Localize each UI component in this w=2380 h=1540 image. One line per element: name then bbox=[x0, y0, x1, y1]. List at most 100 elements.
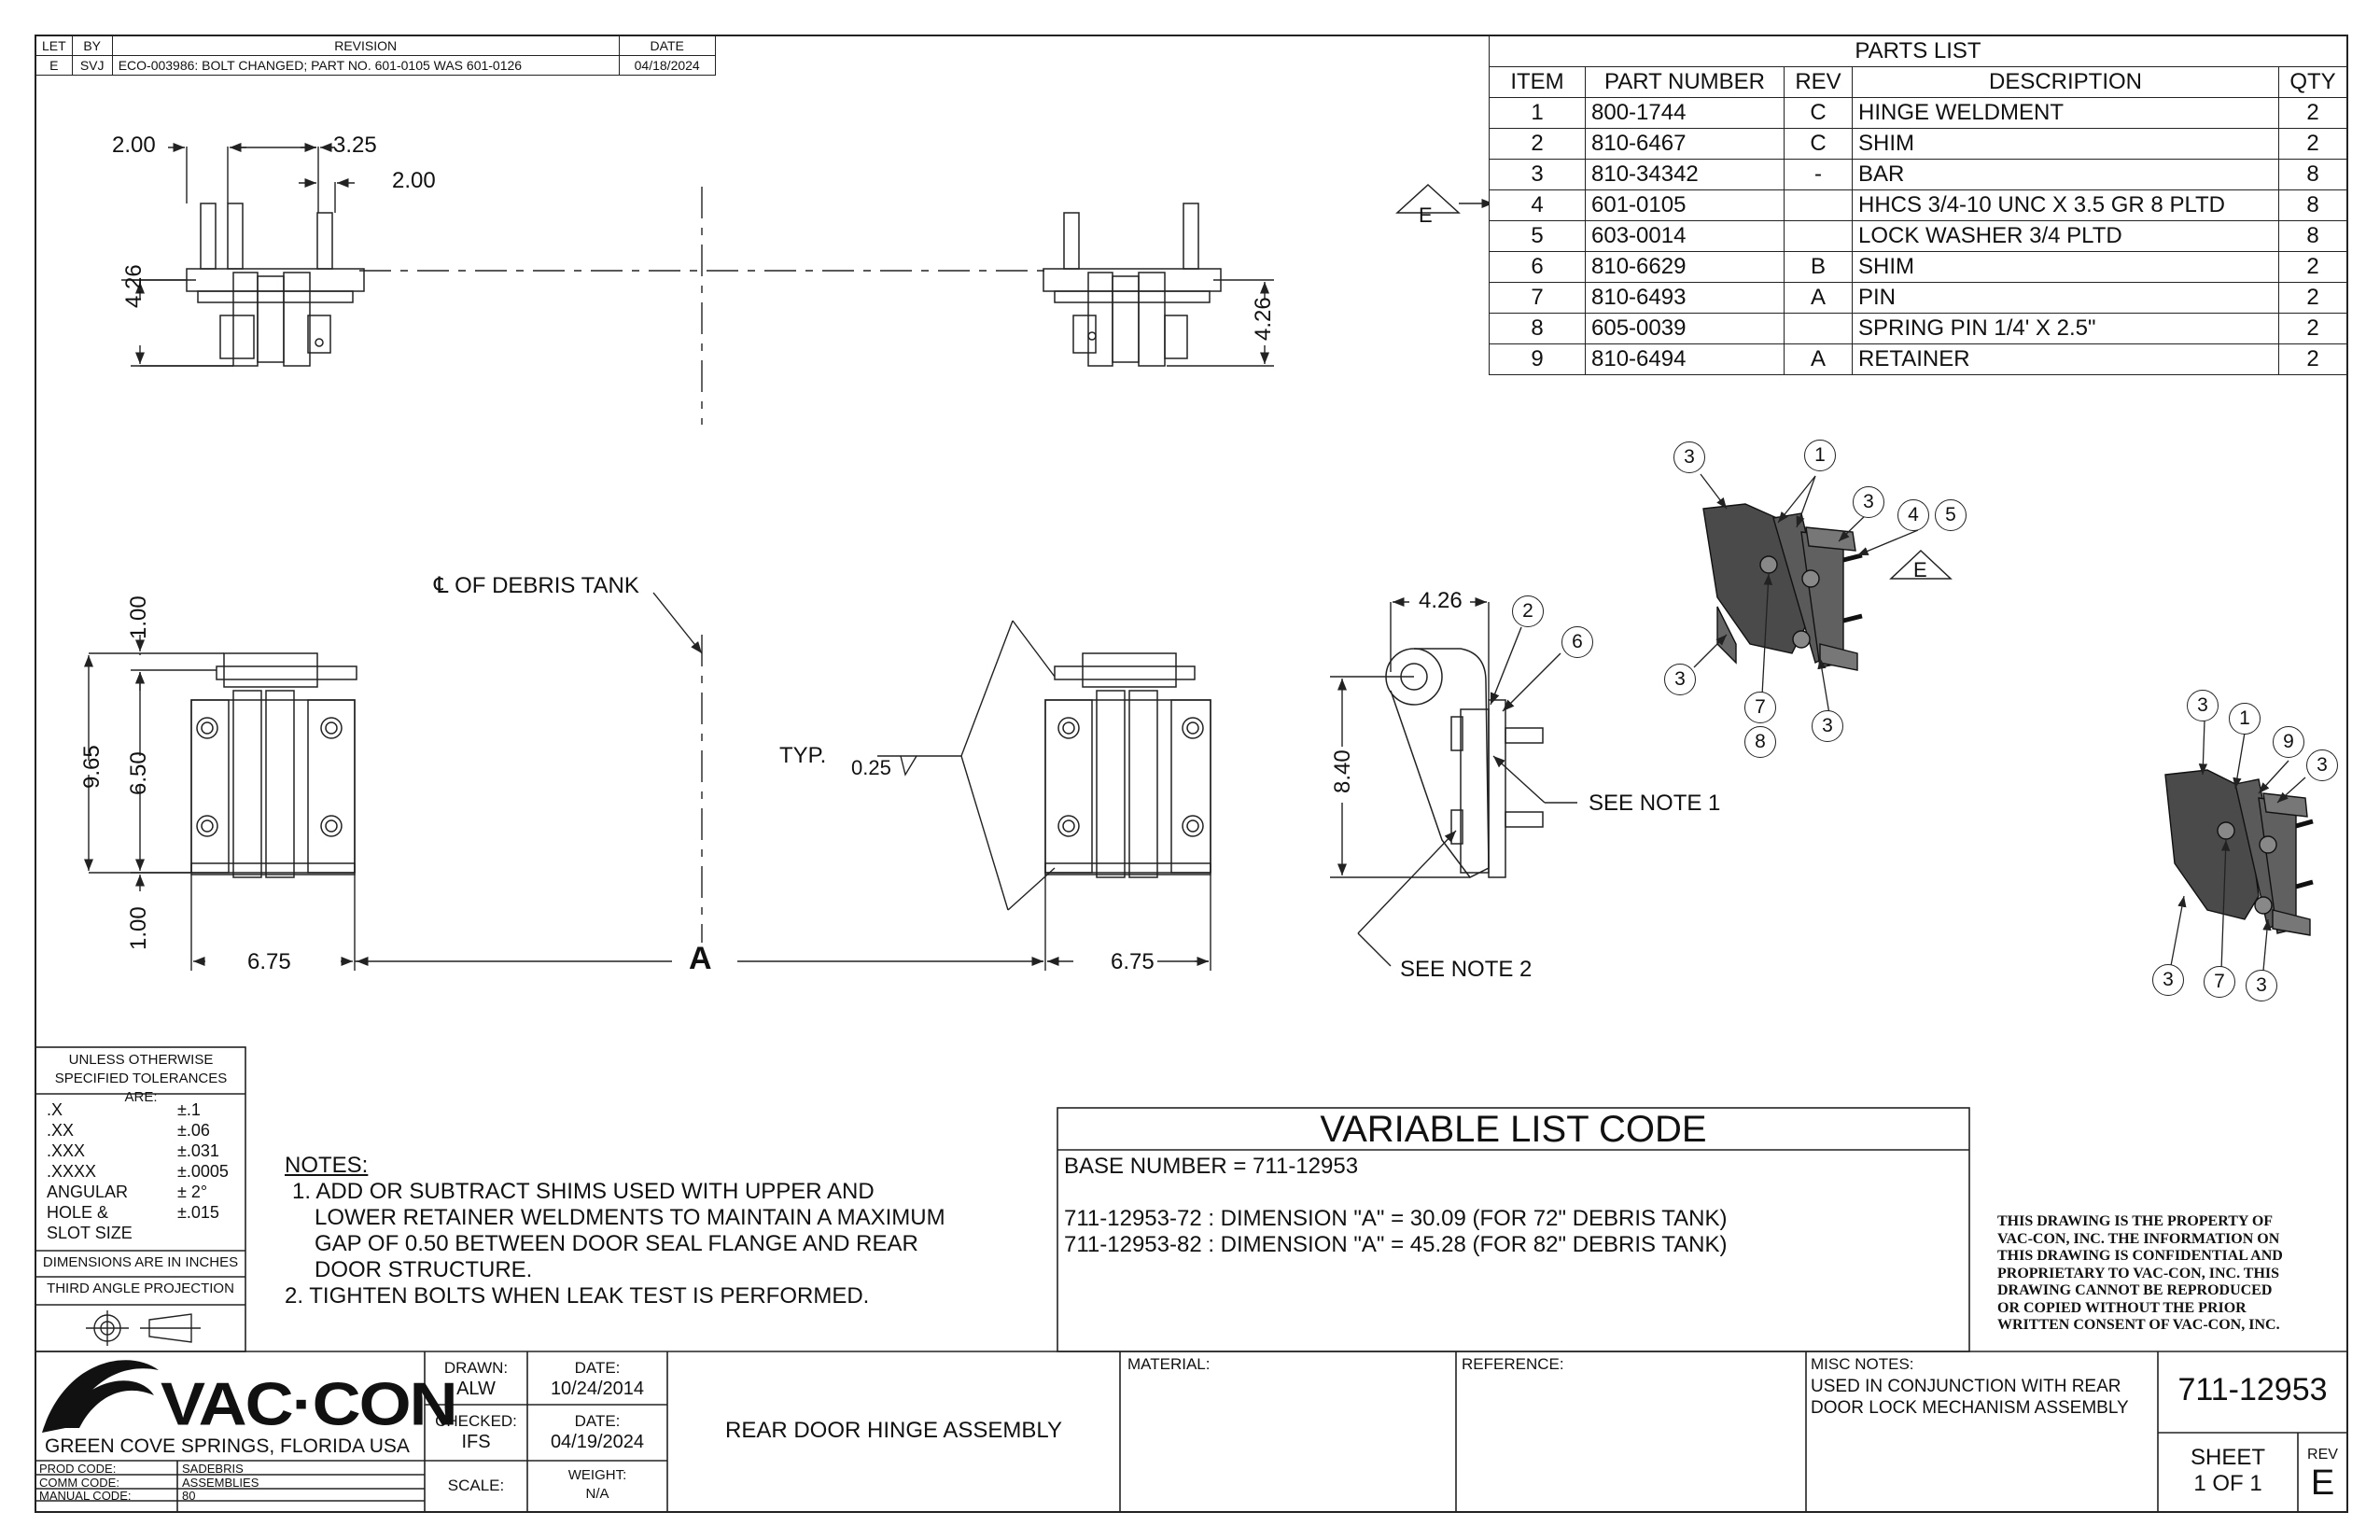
parts-cell-part-number: 601-0105 bbox=[1585, 189, 1785, 221]
sheet-label: SHEET bbox=[2190, 1445, 2265, 1470]
proprietary-line: DRAWING CANNOT BE REPRODUCED bbox=[1997, 1282, 2273, 1298]
parts-cell-part-number: 800-1744 bbox=[1585, 97, 1785, 129]
variable-list-line-82: 711-12953-82 : DIMENSION "A" = 45.28 (FO… bbox=[1064, 1232, 1728, 1257]
tolerance-value: ±.0005 bbox=[177, 1162, 229, 1181]
dim-4-26-right: 4.26 bbox=[1251, 297, 1276, 341]
parts-cell-item: 8 bbox=[1489, 313, 1586, 344]
comm-code-label: COMM CODE: bbox=[39, 1476, 119, 1490]
item-balloon: 7 bbox=[2204, 966, 2235, 998]
item-balloon: 6 bbox=[1561, 626, 1593, 658]
dim-6-75-left: 6.75 bbox=[247, 949, 291, 974]
drawn-by: ALW bbox=[456, 1379, 496, 1399]
item-balloon: 3 bbox=[2246, 970, 2277, 1001]
checked-date-label: DATE: bbox=[574, 1412, 621, 1430]
tolerance-row: .XXXX±.0005 bbox=[47, 1161, 229, 1182]
rev-flag-label: E bbox=[1419, 203, 1433, 227]
top-view-left bbox=[121, 203, 365, 367]
parts-cell-description: LOCK WASHER 3/4 PLTD bbox=[1852, 220, 2279, 252]
parts-cell-qty: 2 bbox=[2278, 128, 2347, 160]
parts-cell-qty: 2 bbox=[2278, 313, 2347, 344]
drawn-date: 10/24/2014 bbox=[550, 1379, 645, 1399]
parts-cell-part-number: 810-6467 bbox=[1585, 128, 1785, 160]
parts-cell-rev: A bbox=[1784, 343, 1853, 375]
tolerance-precision: ANGULAR bbox=[47, 1183, 129, 1201]
company-location: GREEN COVE SPRINGS, FLORIDA USA bbox=[45, 1435, 410, 1457]
proprietary-line: OR COPIED WITHOUT THE PRIOR bbox=[1997, 1299, 2247, 1316]
item-balloon: 3 bbox=[1673, 441, 1705, 473]
dim-4-26-left: 4.26 bbox=[121, 264, 147, 308]
rev-header-by: BY bbox=[71, 35, 113, 56]
parts-cell-rev: B bbox=[1784, 251, 1853, 283]
dim-8-40: 8.40 bbox=[1330, 749, 1355, 793]
rev-flag-iso-label: E bbox=[1913, 558, 1927, 581]
tolerance-precision: .XX bbox=[47, 1121, 75, 1140]
parts-cell-item: 7 bbox=[1489, 282, 1586, 314]
variable-list-line-72: 711-12953-72 : DIMENSION "A" = 30.09 (FO… bbox=[1064, 1206, 1728, 1231]
parts-cell-part-number: 605-0039 bbox=[1585, 313, 1785, 344]
checked-by: IFS bbox=[461, 1432, 491, 1452]
item-balloon: 5 bbox=[1935, 499, 1967, 531]
parts-cell-rev: C bbox=[1784, 128, 1853, 160]
parts-cell-qty: 8 bbox=[2278, 220, 2347, 252]
rev-header-let: LET bbox=[35, 35, 73, 56]
notes-title: NOTES: bbox=[285, 1153, 369, 1178]
projection-note: THIRD ANGLE PROJECTION bbox=[47, 1281, 234, 1296]
side-view bbox=[1385, 648, 1544, 878]
parts-list: PARTS LIST ITEM PART NUMBER REV DESCRIPT… bbox=[1489, 35, 2347, 375]
parts-cell-description: SHIM bbox=[1852, 251, 2279, 283]
centerline-label: ℄ OF DEBRIS TANK bbox=[434, 573, 639, 598]
item-balloon: 2 bbox=[1512, 595, 1544, 627]
iso-view-b bbox=[2164, 769, 2314, 936]
parts-cell-part-number: 810-6629 bbox=[1585, 251, 1785, 283]
tolerance-row: .XXX±.031 bbox=[47, 1141, 229, 1161]
tolerance-row: HOLE &±.015 bbox=[47, 1202, 229, 1223]
note-1-line-3: GAP OF 0.50 BETWEEN DOOR SEAL FLANGE AND… bbox=[315, 1231, 918, 1256]
parts-cell-rev bbox=[1784, 189, 1853, 221]
prod-code: SADEBRIS bbox=[182, 1462, 244, 1476]
item-balloon: 8 bbox=[1744, 726, 1776, 758]
note-1-line-2: LOWER RETAINER WELDMENTS TO MAINTAIN A M… bbox=[315, 1205, 945, 1230]
parts-cell-description: HINGE WELDMENT bbox=[1852, 97, 2279, 129]
revision-block: LET BY REVISION DATE E SVJ ECO-003986: B… bbox=[35, 35, 716, 76]
see-note-2: SEE NOTE 2 bbox=[1400, 957, 1533, 982]
parts-cell-qty: 8 bbox=[2278, 189, 2347, 221]
tolerance-row: ANGULAR± 2° bbox=[47, 1182, 229, 1202]
misc-note-line-2: DOOR LOCK MECHANISM ASSEMBLY bbox=[1811, 1398, 2129, 1418]
parts-cell-item: 4 bbox=[1489, 189, 1586, 221]
parts-cell-rev bbox=[1784, 220, 1853, 252]
parts-cell-item: 9 bbox=[1489, 343, 1586, 375]
parts-list-header: ITEM PART NUMBER REV DESCRIPTION QTY bbox=[1489, 66, 2347, 98]
tolerance-precision: .X bbox=[47, 1100, 63, 1119]
third-angle-projection-symbol bbox=[86, 1310, 201, 1346]
parts-cell-qty: 2 bbox=[2278, 97, 2347, 129]
parts-cell-description: SPRING PIN 1/4' X 2.5" bbox=[1852, 313, 2279, 344]
item-balloon: 3 bbox=[2152, 964, 2184, 996]
drawn-date-label: DATE: bbox=[574, 1359, 621, 1377]
dim-9-65: 9.65 bbox=[79, 745, 105, 789]
rev-let: E bbox=[35, 55, 73, 76]
comm-code: ASSEMBLIES bbox=[182, 1476, 259, 1490]
sheet-number: 1 OF 1 bbox=[2193, 1471, 2262, 1496]
tolerance-value: ±.031 bbox=[177, 1141, 219, 1160]
weld-size-label: 0.25 bbox=[851, 756, 891, 779]
proprietary-line: VAC-CON, INC. THE INFORMATION ON bbox=[1997, 1230, 2280, 1247]
rev-description: ECO-003986: BOLT CHANGED; PART NO. 601-0… bbox=[111, 55, 620, 76]
note-1-line-1: 1. ADD OR SUBTRACT SHIMS USED WITH UPPER… bbox=[292, 1179, 875, 1204]
item-balloon: 3 bbox=[1853, 486, 1884, 518]
parts-cell-item: 3 bbox=[1489, 159, 1586, 190]
dim-2-00-right: 2.00 bbox=[392, 168, 436, 193]
variable-list-base: BASE NUMBER = 711-12953 bbox=[1064, 1154, 1359, 1179]
col-description: DESCRIPTION bbox=[1852, 66, 2279, 98]
rev-date: 04/18/2024 bbox=[618, 55, 716, 76]
tolerance-row: .X±.1 bbox=[47, 1099, 229, 1120]
manual-code: 80 bbox=[182, 1489, 196, 1503]
parts-cell-item: 5 bbox=[1489, 220, 1586, 252]
misc-note-line-1: USED IN CONJUNCTION WITH REAR bbox=[1811, 1377, 2121, 1396]
tolerance-title: UNLESS OTHERWISE SPECIFIED TOLERANCES AR… bbox=[54, 1052, 228, 1105]
